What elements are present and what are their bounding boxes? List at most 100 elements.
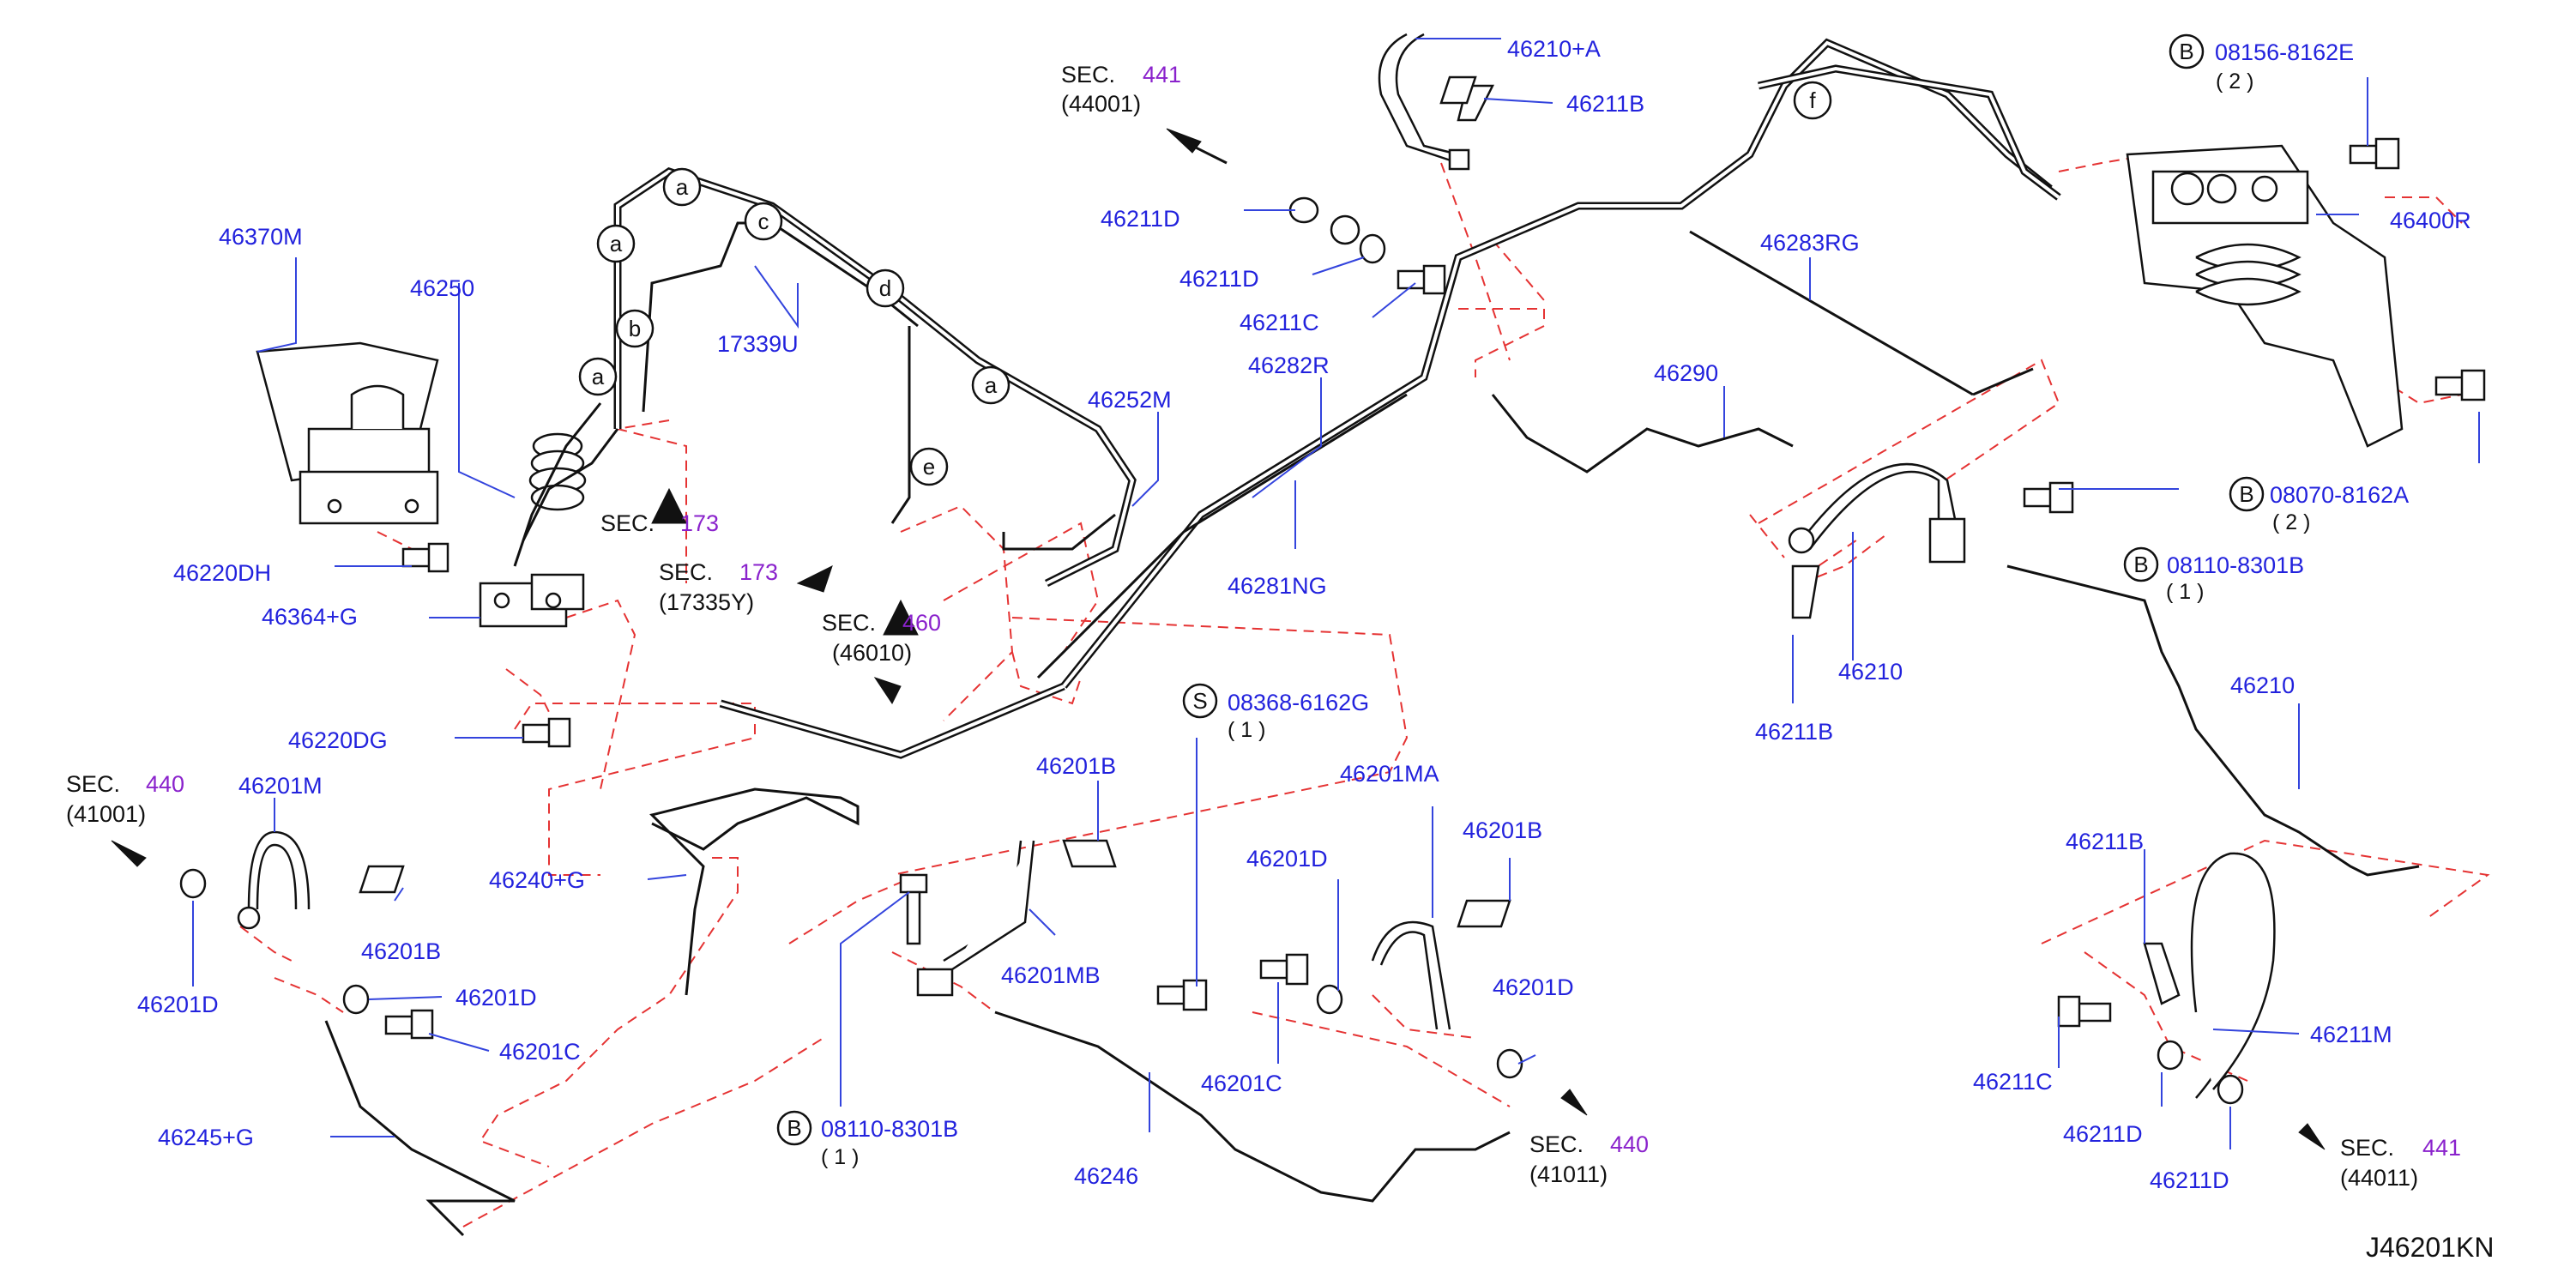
bolt-46220DG bbox=[522, 717, 571, 748]
arrow-sec440-l bbox=[111, 840, 147, 867]
callout-d: d bbox=[866, 268, 905, 308]
bolt-08156 bbox=[2349, 137, 2400, 170]
leader-lines bbox=[192, 38, 2480, 1149]
svg-text:(41011): (41011) bbox=[1529, 1161, 1608, 1187]
bolt-46211C-br bbox=[2057, 995, 2112, 1028]
svg-text:B: B bbox=[787, 1115, 801, 1141]
svg-text:a: a bbox=[592, 364, 605, 389]
callout-c: c bbox=[744, 202, 783, 241]
svg-text:(46010): (46010) bbox=[832, 640, 912, 666]
svg-text:(44001): (44001) bbox=[1061, 91, 1141, 117]
label-46211B-br: 46211B bbox=[2066, 829, 2144, 854]
label-46246: 46246 bbox=[1074, 1163, 1138, 1189]
callout-f: f bbox=[1793, 81, 1832, 120]
label-46211D-b: 46211D bbox=[1179, 266, 1259, 292]
bolt-46201C-m bbox=[1259, 953, 1309, 986]
label-46210-r: 46210 bbox=[2230, 673, 2295, 698]
svg-text:f: f bbox=[1809, 87, 1816, 113]
sec-173-b: SEC. 173 (17335Y) bbox=[659, 559, 778, 615]
label-46201B-m: 46201B bbox=[1036, 753, 1116, 779]
label-17339U: 17339U bbox=[717, 331, 799, 357]
qty-08110-b: ( 1 ) bbox=[821, 1145, 859, 1169]
sec-440-l: SEC. 440 (41001) bbox=[66, 771, 184, 827]
label-46245G: 46245+G bbox=[158, 1125, 254, 1150]
svg-text:B: B bbox=[2179, 39, 2193, 64]
svg-text:441: 441 bbox=[2422, 1135, 2461, 1161]
label-46282R: 46282R bbox=[1248, 353, 1330, 378]
sec-441-br: SEC. 441 (44011) bbox=[2340, 1135, 2461, 1191]
label-46201MA: 46201MA bbox=[1340, 761, 1439, 787]
qty-08368: ( 1 ) bbox=[1228, 718, 1265, 742]
svg-text:(41001): (41001) bbox=[66, 801, 146, 827]
bolt-46220DH bbox=[401, 542, 449, 573]
callout-b: b bbox=[615, 309, 655, 348]
arrow-sec173-a bbox=[651, 487, 687, 524]
label-46240G: 46240+G bbox=[489, 867, 585, 893]
arrow-sec460 bbox=[883, 599, 919, 636]
callout-e: e bbox=[909, 447, 949, 486]
label-46201D-m2: 46201D bbox=[1493, 974, 1574, 1000]
svg-text:SEC.: SEC. bbox=[659, 559, 713, 585]
svg-text:S: S bbox=[1192, 688, 1207, 714]
svg-text:SEC.: SEC. bbox=[1529, 1131, 1584, 1157]
callout-B-08070: B bbox=[2229, 476, 2265, 512]
svg-text:(17335Y): (17335Y) bbox=[659, 589, 754, 615]
part-labels: 46370M 46250 46220DH 46364+G 46220DG 173… bbox=[137, 36, 2471, 1193]
label-46201D-m: 46201D bbox=[1246, 846, 1328, 872]
label-46211C-br: 46211C bbox=[1973, 1069, 2053, 1095]
callout-S-08368: S bbox=[1182, 683, 1218, 719]
callout-a-1: a bbox=[662, 167, 702, 207]
qty-08110-r: ( 1 ) bbox=[2166, 580, 2204, 604]
svg-text:460: 460 bbox=[902, 610, 941, 636]
label-46281NG: 46281NG bbox=[1228, 573, 1327, 599]
svg-text:SEC.: SEC. bbox=[66, 771, 120, 797]
svg-text:B: B bbox=[2133, 552, 2148, 577]
label-46370M: 46370M bbox=[219, 224, 303, 250]
label-46211B-mid: 46211B bbox=[1755, 719, 1833, 745]
callout-circles: a a b a c d a e f B B B B S bbox=[578, 33, 2265, 1146]
label-46364G: 46364+G bbox=[262, 604, 358, 630]
label-08110-b: 08110-8301B bbox=[821, 1116, 958, 1142]
arrow-sec460-b bbox=[873, 677, 902, 704]
svg-text:440: 440 bbox=[1610, 1131, 1649, 1157]
label-46220DH: 46220DH bbox=[173, 560, 271, 586]
svg-text:c: c bbox=[758, 208, 769, 234]
label-08156: 08156-8162E bbox=[2215, 39, 2354, 65]
label-46220DG: 46220DG bbox=[288, 727, 388, 753]
svg-text:SEC.: SEC. bbox=[822, 610, 876, 636]
label-46211D-br1: 46211D bbox=[2063, 1121, 2143, 1147]
label-46210-mid: 46210 bbox=[1838, 659, 1903, 685]
label-08368: 08368-6162G bbox=[1228, 690, 1369, 715]
bolt-46201C-l bbox=[384, 1009, 434, 1040]
label-46250: 46250 bbox=[410, 275, 474, 301]
label-46211D-br2: 46211D bbox=[2150, 1167, 2229, 1193]
svg-text:SEC.: SEC. bbox=[1061, 62, 1115, 87]
svg-text:173: 173 bbox=[739, 559, 778, 585]
label-46211B-top: 46211B bbox=[1566, 91, 1644, 117]
svg-text:(44011): (44011) bbox=[2340, 1165, 2418, 1191]
label-46201M: 46201M bbox=[238, 773, 323, 799]
label-46252M: 46252M bbox=[1088, 387, 1172, 413]
parts-geometry bbox=[111, 33, 2486, 1150]
callout-a-4: a bbox=[971, 365, 1010, 405]
label-46283RG: 46283RG bbox=[1760, 230, 1860, 256]
bolt-46211C-top bbox=[1397, 264, 1446, 295]
callout-B-08110-r: B bbox=[2123, 546, 2159, 582]
sec-440-b: SEC. 440 (41011) bbox=[1529, 1131, 1649, 1187]
arrow-sec441-br bbox=[2298, 1123, 2326, 1150]
arrow-sec173-b bbox=[796, 565, 833, 593]
label-46211C-top: 46211C bbox=[1240, 310, 1319, 335]
label-46211D-a: 46211D bbox=[1101, 206, 1180, 232]
svg-text:SEC.: SEC. bbox=[600, 510, 655, 536]
brake-pipes bbox=[324, 38, 2420, 1237]
bolt-08368 bbox=[1156, 979, 1208, 1011]
bolt-08110-r bbox=[2023, 481, 2074, 514]
label-08070: 08070-8162A bbox=[2270, 482, 2409, 508]
svg-text:b: b bbox=[629, 316, 641, 341]
label-46210A: 46210+A bbox=[1507, 36, 1601, 62]
label-46201D-l1: 46201D bbox=[137, 992, 219, 1017]
label-46400R: 46400R bbox=[2390, 208, 2471, 233]
svg-text:d: d bbox=[879, 275, 891, 301]
label-46201C-l: 46201C bbox=[499, 1039, 581, 1065]
